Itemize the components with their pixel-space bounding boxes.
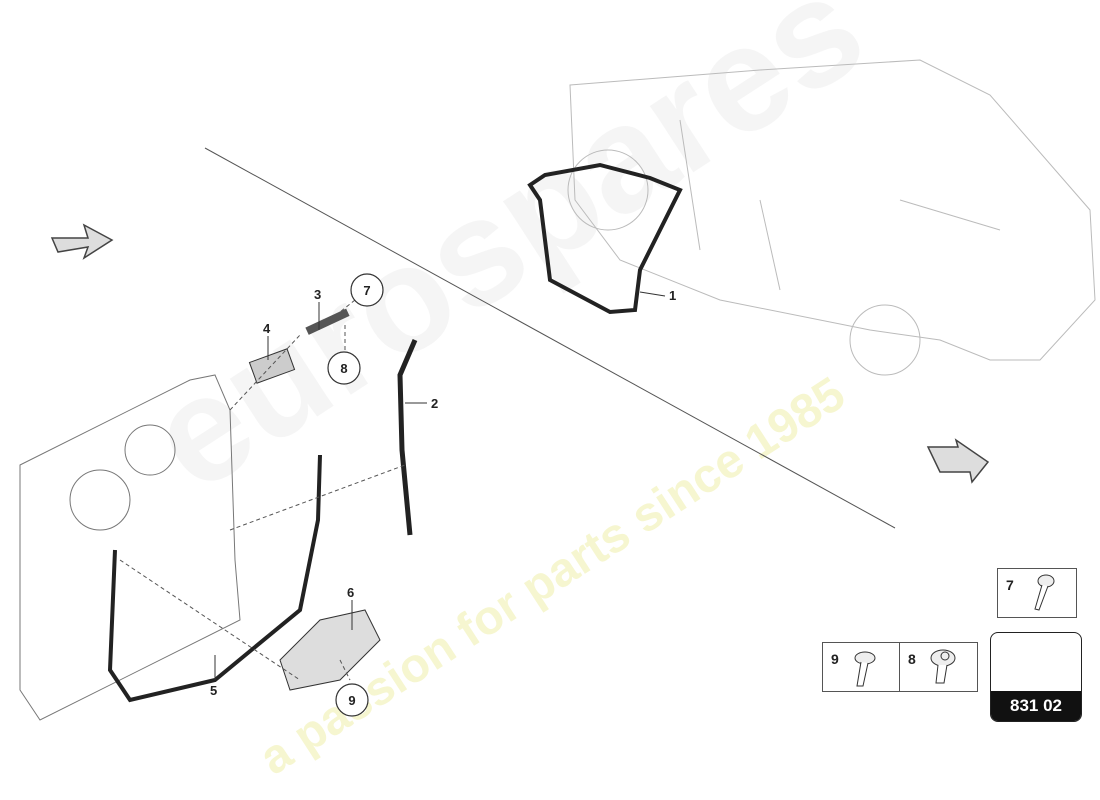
seal-2	[397, 339, 418, 536]
door-panel	[19, 374, 241, 721]
view-arrow-right	[926, 438, 990, 484]
callout-5: 5	[210, 683, 217, 698]
screw-icon	[1034, 574, 1055, 611]
callout-1: 1	[669, 288, 676, 303]
divider-line	[204, 147, 896, 529]
fastener-box-9: 9	[822, 642, 901, 692]
callout-6: 6	[347, 585, 354, 600]
fastener-box-8: 8	[899, 642, 978, 692]
part-4	[248, 348, 296, 384]
diagram-code-badge: 831 02	[990, 632, 1082, 722]
fastener-number: 8	[908, 651, 916, 667]
ref-circle-7: 7	[363, 283, 370, 298]
ref-circle-8: 8	[340, 361, 347, 376]
washer-screw-icon	[930, 649, 956, 684]
part-3	[305, 308, 350, 335]
fastener-number: 7	[1006, 577, 1014, 593]
part-6	[279, 609, 381, 691]
vehicle-outline	[567, 59, 1096, 376]
ref-circle-9: 9	[348, 693, 355, 708]
flange-bolt-icon	[854, 651, 876, 687]
view-arrow-left	[50, 223, 114, 260]
fastener-number: 9	[831, 651, 839, 667]
door-seal-1	[527, 162, 683, 315]
fastener-box-7: 7	[997, 568, 1077, 618]
diagram-code: 831 02	[991, 691, 1081, 721]
callout-2: 2	[431, 396, 438, 411]
callout-4: 4	[263, 321, 271, 336]
callout-3: 3	[314, 287, 321, 302]
